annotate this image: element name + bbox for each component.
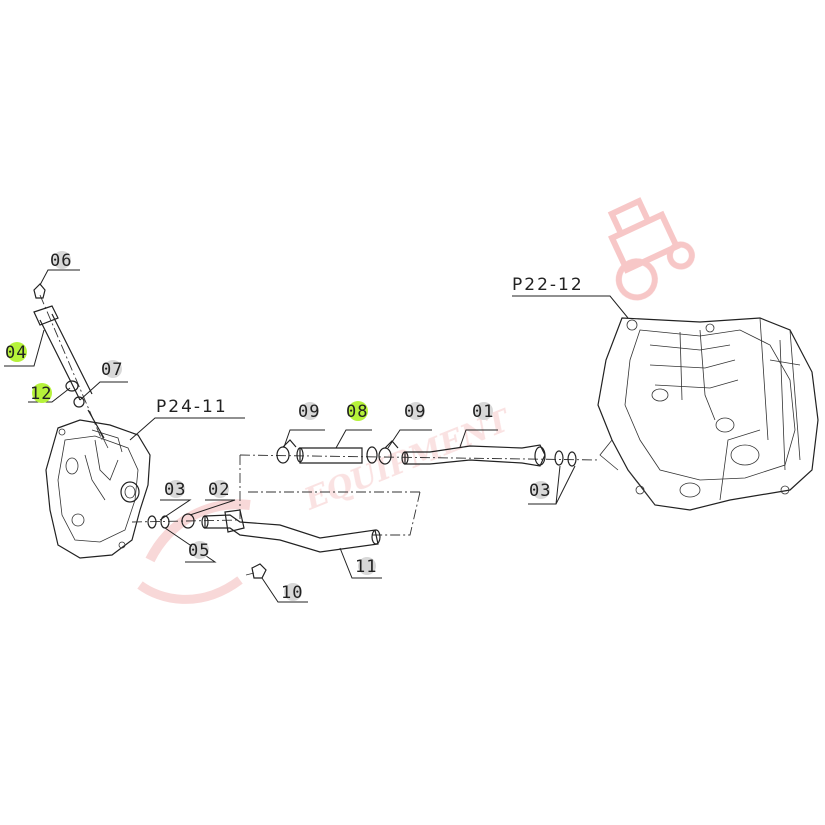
ref-p22-12: P22-12 [512, 275, 584, 295]
oring-03-right-a [554, 450, 564, 466]
clamp-09-left [276, 446, 290, 464]
highlight-04 [7, 342, 27, 362]
upper-pipe-assembly [239, 439, 601, 467]
callout-04: 04 [5, 343, 27, 363]
callout-09-right: 09 [404, 402, 426, 422]
seal-12 [65, 380, 79, 392]
callout-badges [53, 251, 550, 601]
callout-12: 12 [30, 384, 52, 404]
reference-labels: P24-11 P22-12 [156, 275, 584, 417]
callout-11: 11 [355, 557, 377, 577]
callout-highlights [7, 342, 368, 421]
callout-06: 06 [50, 251, 72, 271]
highlight-12 [32, 383, 52, 403]
hose-08 [299, 447, 363, 464]
front-housing [45, 419, 151, 559]
oring-05 [160, 515, 170, 529]
callout-10: 10 [281, 583, 303, 603]
callout-07: 07 [101, 360, 123, 380]
watermark-logo: EQUIPMENT [137, 197, 695, 604]
callout-02: 02 [208, 480, 230, 500]
callout-09-left: 09 [298, 402, 320, 422]
lower-pipe-assembly [131, 455, 421, 579]
callout-05: 05 [188, 541, 210, 561]
leader-lines [4, 269, 629, 603]
callout-03-right: 03 [529, 481, 551, 501]
oring-03-right-b [567, 451, 577, 467]
oring-07 [73, 396, 85, 408]
collar-02 [181, 513, 195, 529]
pipe-11 [204, 514, 379, 553]
highlight-08 [348, 401, 368, 421]
bolt-06 [33, 283, 46, 299]
pipe-01 [404, 444, 546, 467]
callout-03-left: 03 [164, 480, 186, 500]
oring-03-left [147, 515, 157, 529]
callout-01: 01 [472, 402, 494, 422]
callout-08: 08 [346, 402, 368, 422]
rear-transmission-housing [597, 317, 819, 511]
bolt-10 [251, 563, 267, 579]
vertical-pipe-assembly [33, 283, 105, 441]
ref-p24-11: P24-11 [156, 397, 228, 417]
callout-labels: 06 04 12 07 09 08 09 01 03 02 05 11 10 0… [5, 251, 551, 603]
